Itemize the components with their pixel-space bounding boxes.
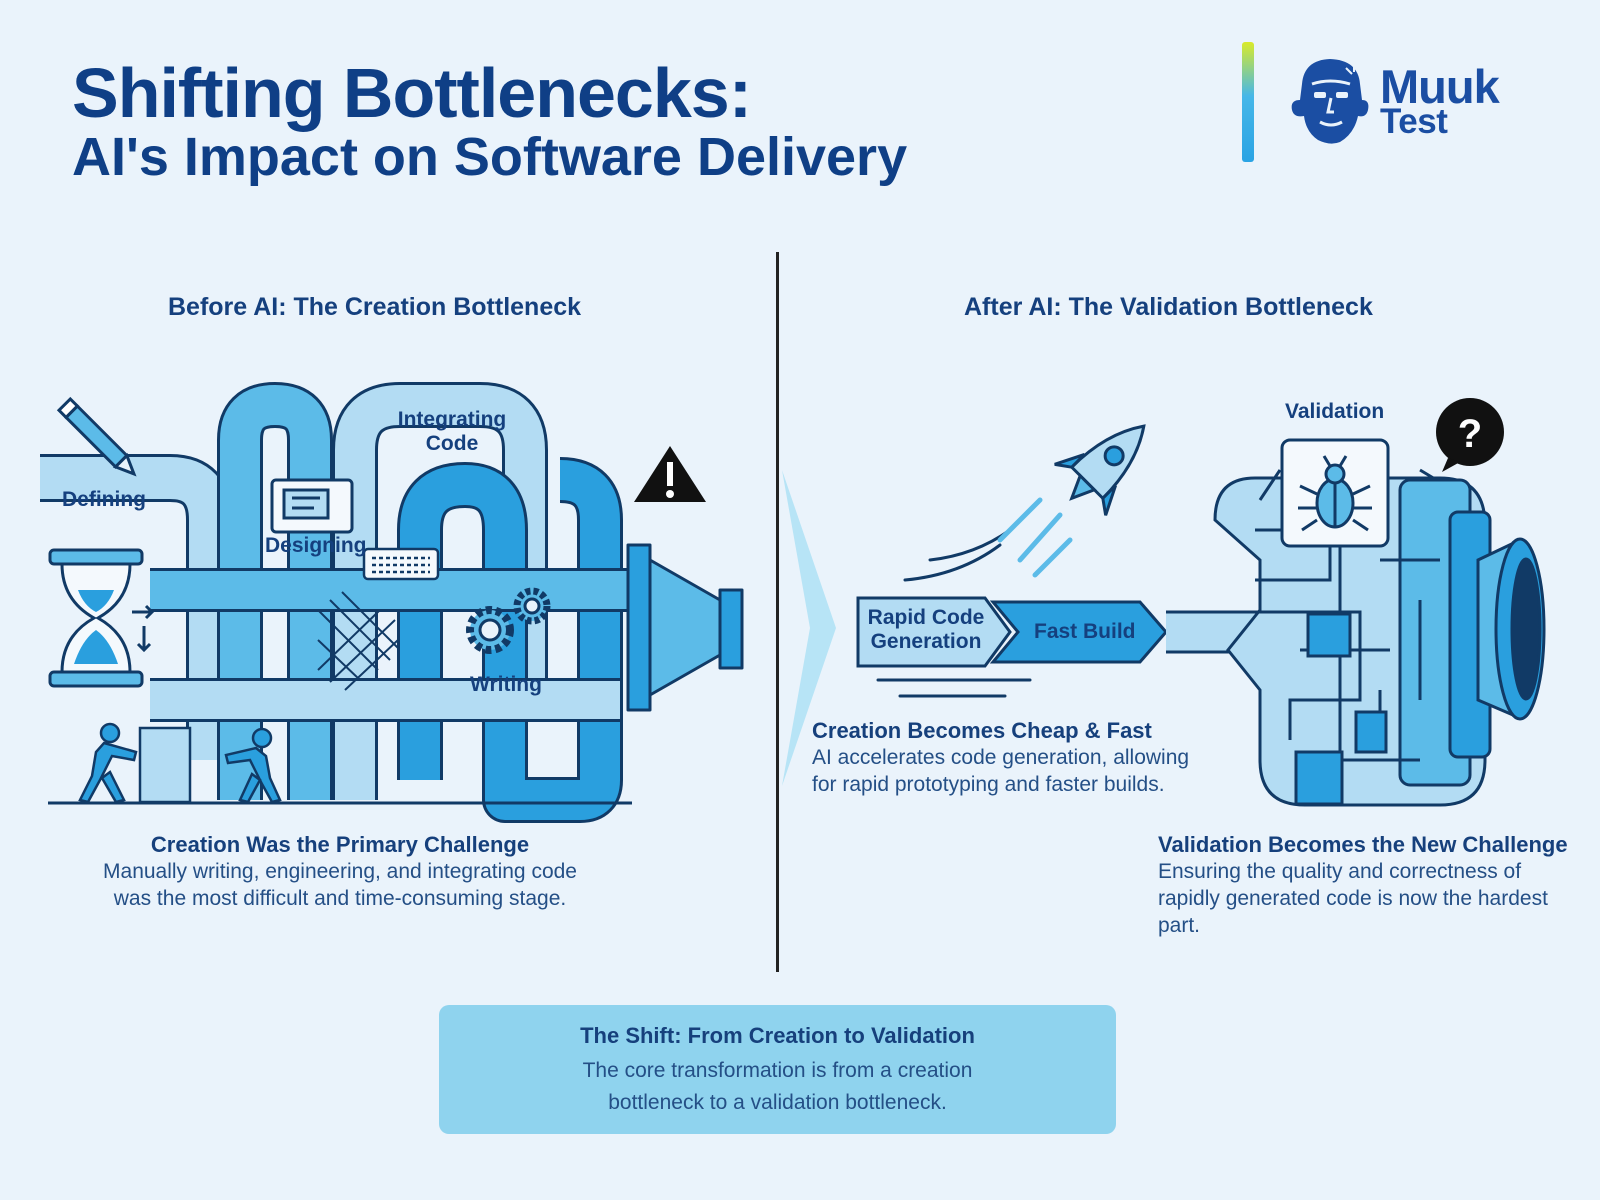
shift-summary-box: The Shift: From Creation to Validation T… <box>439 1005 1116 1134</box>
page-title: Shifting Bottlenecks: <box>72 54 752 132</box>
shift-summary-body: The core transformation is from a creati… <box>582 1059 973 1114</box>
right-caption-validation-body: Ensuring the quality and correctness of … <box>1158 860 1548 937</box>
right-caption-creation-title: Creation Becomes Cheap & Fast <box>812 718 1152 743</box>
right-caption-creation-body: AI accelerates code generation, allowing… <box>812 746 1190 796</box>
label-rapid-code-generation: Rapid Code Generation <box>867 606 985 653</box>
validation-maze <box>1213 468 1546 807</box>
bottleneck-diagram: ? <box>40 382 1546 823</box>
logo-text-test: Test <box>1380 102 1448 141</box>
left-caption-title: Creation Was the Primary Challenge <box>150 832 530 857</box>
left-caption-body: Manually writing, engineering, and integ… <box>103 860 577 910</box>
page-subtitle: AI's Impact on Software Delivery <box>72 127 908 187</box>
question-bubble-icon: ? <box>1436 398 1504 472</box>
tangled-pipeline <box>40 382 744 823</box>
logo-text-muuk: Muuk <box>1380 60 1500 113</box>
bug-icon <box>1280 438 1390 548</box>
label-integrating-code: Integrating Code <box>397 408 507 455</box>
label-fast-build: Fast Build <box>1034 620 1136 643</box>
shift-summary-title: The Shift: From Creation to Validation <box>580 1023 975 1048</box>
worker-pushing-icon <box>78 722 192 804</box>
right-caption-creation: Creation Becomes Cheap & Fast AI acceler… <box>812 718 1212 798</box>
right-caption-validation: Validation Becomes the New Challenge Ens… <box>1158 832 1568 939</box>
face-logo-icon <box>1291 59 1369 144</box>
computer-screen-icon <box>270 478 354 534</box>
label-designing: Designing <box>265 534 367 557</box>
left-caption: Creation Was the Primary Challenge Manua… <box>95 832 585 912</box>
warning-icon <box>634 446 706 502</box>
svg-text:?: ? <box>1458 412 1482 456</box>
center-divider <box>776 252 779 972</box>
keyboard-icon <box>362 547 440 581</box>
hourglass-icon <box>48 548 155 688</box>
label-defining: Defining <box>62 488 146 511</box>
right-panel-heading: After AI: The Validation Bottleneck <box>964 293 1373 321</box>
logo-accent-bar <box>1242 42 1254 162</box>
fast-build-arrow <box>989 600 1168 664</box>
right-caption-validation-title: Validation Becomes the New Challenge <box>1158 832 1568 857</box>
pencil-icon <box>56 396 137 477</box>
label-validation: Validation <box>1285 400 1385 423</box>
left-panel-heading: Before AI: The Creation Bottleneck <box>168 293 582 321</box>
rocket-icon <box>1054 424 1146 516</box>
rapid-code-arrow <box>856 596 1012 668</box>
gears-icon <box>466 587 551 654</box>
worker-pushing-icon <box>224 727 282 804</box>
label-writing: Writing <box>470 673 542 696</box>
transition-arrow-icon <box>782 470 836 786</box>
